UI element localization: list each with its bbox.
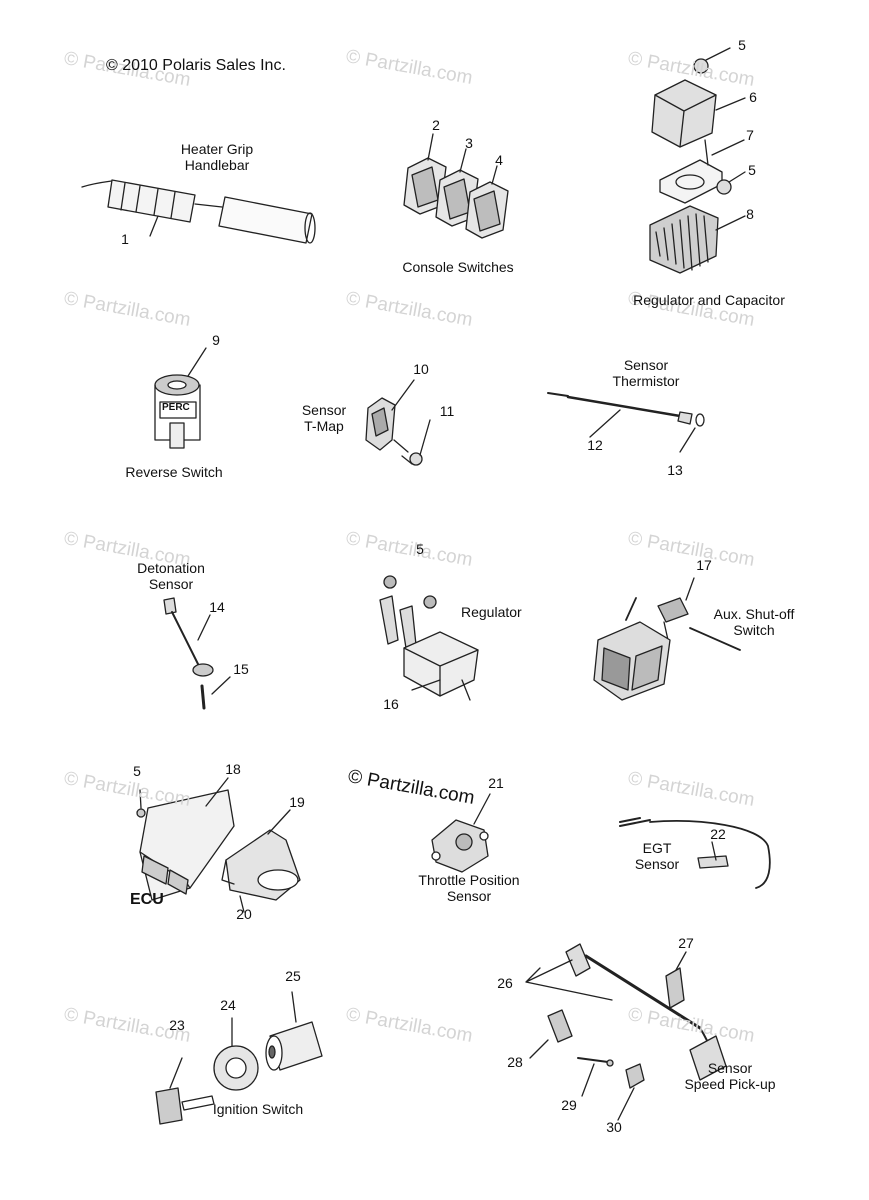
ecu-part	[136, 777, 235, 901]
callout-number: 7	[746, 127, 754, 143]
callout-number: 5	[748, 162, 756, 178]
callout-number: 3	[465, 135, 473, 151]
perc-marking: PERC	[162, 402, 190, 413]
speed-pickup-part	[525, 943, 727, 1121]
callout-number: 18	[225, 761, 241, 777]
callout-number: 16	[383, 696, 399, 712]
throttle-position-part	[431, 793, 491, 873]
group-label-ecu: ECU	[130, 891, 164, 908]
group-label-console-switches: Console Switches	[402, 259, 514, 275]
callout-number: 26	[497, 975, 513, 991]
heater-grip-part	[81, 179, 316, 244]
callout-number: 8	[746, 206, 754, 222]
callout-number: 28	[507, 1054, 523, 1070]
callout-number: 5	[738, 37, 746, 53]
callout-number: 22	[710, 826, 726, 842]
aux-shutoff-part	[593, 577, 741, 701]
group-label-aux-shutoff: Aux. Shut-off Switch	[713, 606, 795, 638]
group-label-regulator: Regulator	[461, 604, 522, 620]
group-label-sensor-tmap: Sensor T-Map	[301, 402, 347, 434]
callout-number: 20	[236, 906, 252, 922]
copyright-text: © 2010 Polaris Sales Inc.	[106, 57, 286, 74]
reverse-switch-part	[154, 347, 207, 449]
callout-number: 25	[285, 968, 301, 984]
callout-number: 23	[169, 1017, 185, 1033]
group-label-sensor-thermistor: Sensor Thermistor	[612, 357, 680, 389]
ignition-switch-part	[155, 991, 323, 1125]
callout-number: 14	[209, 599, 225, 615]
callout-number: 13	[667, 462, 683, 478]
callout-number: 4	[495, 152, 503, 168]
sensor-thermistor-part	[547, 392, 705, 453]
group-label-speed-pickup: Sensor Speed Pick-up	[684, 1060, 776, 1092]
callout-number: 24	[220, 997, 236, 1013]
callout-number: 30	[606, 1119, 622, 1135]
group-label-detonation-sensor: Detonation Sensor	[137, 560, 205, 592]
callout-number: 27	[678, 935, 694, 951]
bracket-part	[221, 809, 301, 913]
sensor-tmap-part	[365, 379, 431, 466]
regulator-part	[379, 575, 479, 701]
console-switches-part	[403, 133, 509, 239]
callout-number: 2	[432, 117, 440, 133]
egt-sensor-part	[619, 817, 771, 889]
group-label-regulator-capacitor: Regulator and Capacitor	[633, 292, 785, 308]
callout-number: 6	[749, 89, 757, 105]
regulator-capacitor-part	[649, 47, 746, 274]
callout-number: 5	[133, 763, 141, 779]
callout-number: 12	[587, 437, 603, 453]
callout-number: 29	[561, 1097, 577, 1113]
detonation-sensor-part	[163, 597, 231, 710]
callout-number: 15	[233, 661, 249, 677]
callout-number: 1	[121, 231, 129, 247]
callout-number: 5	[416, 541, 424, 557]
group-label-reverse-switch: Reverse Switch	[125, 464, 223, 480]
callout-number: 19	[289, 794, 305, 810]
callout-number: 10	[413, 361, 429, 377]
group-label-throttle-position: Throttle Position Sensor	[418, 872, 520, 904]
callout-number: 17	[696, 557, 712, 573]
group-label-heater-grip: Heater Grip Handlebar	[180, 141, 254, 173]
group-label-egt-sensor: EGT Sensor	[634, 840, 680, 872]
callout-number: 9	[212, 332, 220, 348]
group-label-ignition-switch: Ignition Switch	[212, 1101, 304, 1117]
callout-number: 21	[488, 775, 504, 791]
callout-number: 11	[439, 403, 455, 419]
